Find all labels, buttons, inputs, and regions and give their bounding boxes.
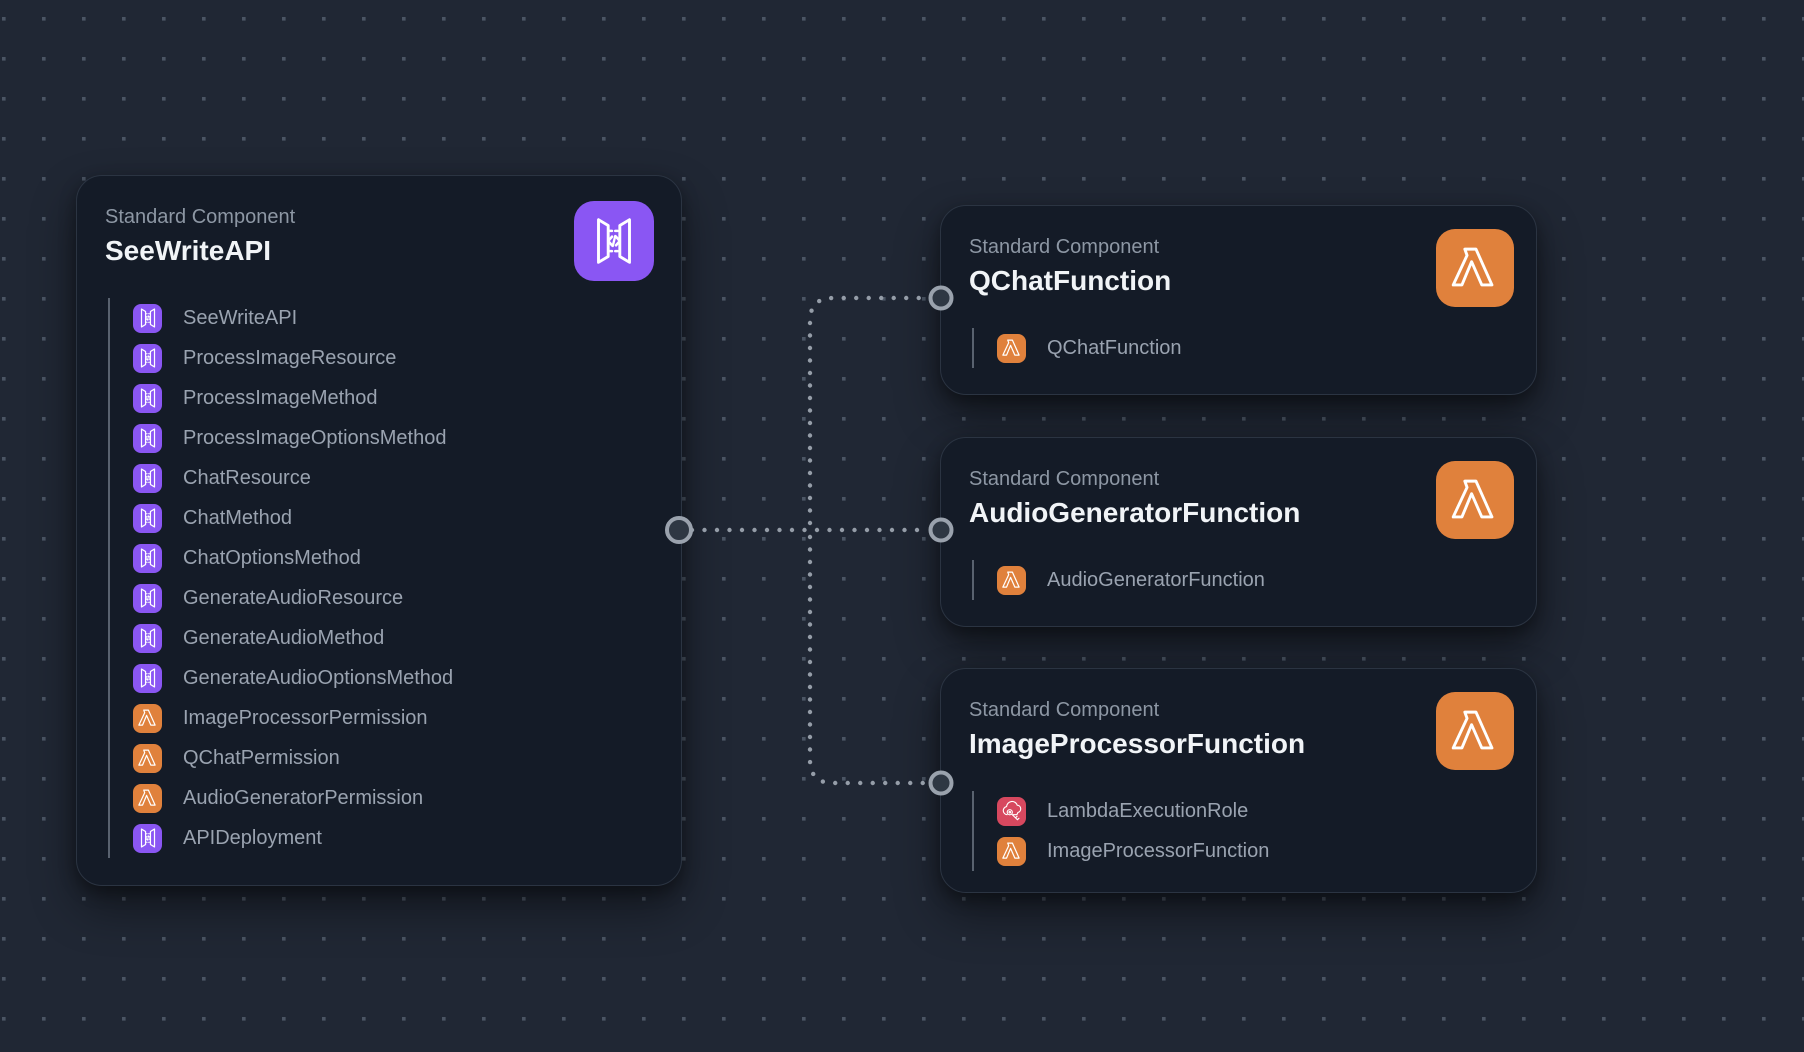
api-gateway-icon <box>133 423 162 453</box>
component-card-seewriteapi[interactable]: Standard Component SeeWriteAPI SeeWriteA… <box>76 175 682 886</box>
resource-list: SeeWriteAPI ProcessImageResource Process… <box>108 298 651 858</box>
list-item[interactable]: AudioGeneratorPermission <box>110 778 651 818</box>
component-type-label: Standard Component <box>969 468 1160 490</box>
component-title: SeeWriteAPI <box>105 235 271 266</box>
list-item-label: ProcessImageMethod <box>183 386 378 409</box>
list-item-label: ProcessImageResource <box>183 346 397 369</box>
api-gateway-icon <box>133 623 162 653</box>
list-item-label: ProcessImageOptionsMethod <box>183 426 447 449</box>
lambda-icon <box>997 333 1026 363</box>
list-item-label: AudioGeneratorPermission <box>183 786 424 809</box>
component-card-imageprocessorfunction[interactable]: Standard Component ImageProcessorFunctio… <box>940 668 1537 893</box>
list-item-label: ImageProcessorFunction <box>1047 839 1270 862</box>
api-gateway-icon <box>133 303 162 333</box>
list-item[interactable]: GenerateAudioResource <box>110 578 651 618</box>
list-item[interactable]: ChatResource <box>110 458 651 498</box>
list-item[interactable]: SeeWriteAPI <box>110 298 651 338</box>
list-item[interactable]: GenerateAudioOptionsMethod <box>110 658 651 698</box>
component-type-label: Standard Component <box>105 206 296 228</box>
list-item[interactable]: LambdaExecutionRole <box>974 791 1506 831</box>
list-item[interactable]: AudioGeneratorFunction <box>974 560 1506 600</box>
lambda-icon <box>1436 229 1514 307</box>
list-item[interactable]: GenerateAudioMethod <box>110 618 651 658</box>
lambda-icon <box>997 565 1026 595</box>
list-item-label: AudioGeneratorFunction <box>1047 568 1265 591</box>
component-title: ImageProcessorFunction <box>969 728 1306 759</box>
api-gateway-icon <box>574 201 654 281</box>
api-gateway-icon <box>133 343 162 373</box>
iam-role-icon <box>997 796 1026 826</box>
lambda-icon <box>1436 461 1514 539</box>
list-item[interactable]: QChatFunction <box>974 328 1506 368</box>
lambda-icon <box>133 703 162 733</box>
list-item-label: GenerateAudioOptionsMethod <box>183 666 454 689</box>
list-item[interactable]: ProcessImageOptionsMethod <box>110 418 651 458</box>
api-gateway-icon <box>133 663 162 693</box>
component-card-audiogeneratorfunction[interactable]: Standard Component AudioGeneratorFunctio… <box>940 437 1537 627</box>
api-gateway-icon <box>133 583 162 613</box>
list-item[interactable]: ProcessImageResource <box>110 338 651 378</box>
component-type-label: Standard Component <box>969 236 1160 258</box>
list-item[interactable]: ImageProcessorPermission <box>110 698 651 738</box>
lambda-icon <box>1436 692 1514 770</box>
component-title: QChatFunction <box>969 265 1172 296</box>
list-item[interactable]: ChatOptionsMethod <box>110 538 651 578</box>
lambda-icon <box>133 743 162 773</box>
list-item-label: GenerateAudioResource <box>183 586 404 609</box>
list-item-label: SeeWriteAPI <box>183 306 298 329</box>
component-card-qchatfunction[interactable]: Standard Component QChatFunction QChatFu… <box>940 205 1537 395</box>
api-gateway-icon <box>133 383 162 413</box>
list-item-label: QChatFunction <box>1047 336 1182 359</box>
api-gateway-icon <box>133 463 162 493</box>
api-gateway-icon <box>133 543 162 573</box>
resource-list: AudioGeneratorFunction <box>972 560 1506 600</box>
list-item-label: ChatMethod <box>183 506 292 529</box>
list-item[interactable]: ProcessImageMethod <box>110 378 651 418</box>
list-item[interactable]: ChatMethod <box>110 498 651 538</box>
list-item-label: GenerateAudioMethod <box>183 626 385 649</box>
resource-list: LambdaExecutionRole ImageProcessorFuncti… <box>972 791 1506 871</box>
list-item-label: ChatOptionsMethod <box>183 546 361 569</box>
resource-list: QChatFunction <box>972 328 1506 368</box>
list-item[interactable]: APIDeployment <box>110 818 651 858</box>
list-item[interactable]: QChatPermission <box>110 738 651 778</box>
api-gateway-icon <box>133 823 162 853</box>
list-item[interactable]: ImageProcessorFunction <box>974 831 1506 871</box>
list-item-label: APIDeployment <box>183 826 322 849</box>
list-item-label: QChatPermission <box>183 746 340 769</box>
api-gateway-icon <box>133 503 162 533</box>
component-type-label: Standard Component <box>969 699 1160 721</box>
list-item-label: ImageProcessorPermission <box>183 706 428 729</box>
list-item-label: ChatResource <box>183 466 311 489</box>
component-title: AudioGeneratorFunction <box>969 497 1301 528</box>
list-item-label: LambdaExecutionRole <box>1047 799 1249 822</box>
lambda-icon <box>997 836 1026 866</box>
lambda-icon <box>133 783 162 813</box>
